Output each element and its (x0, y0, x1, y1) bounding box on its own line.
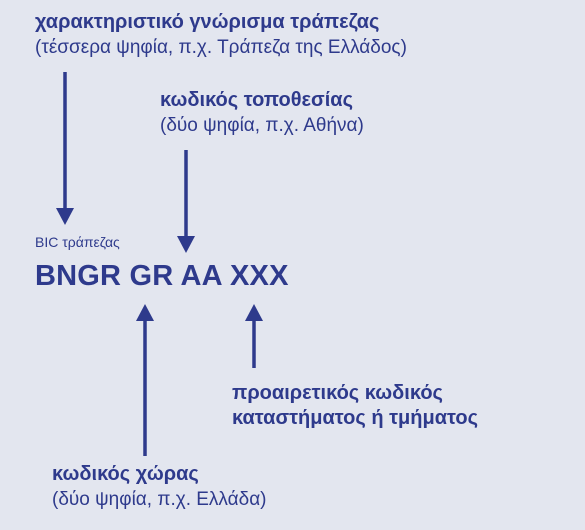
branch-code-line2: καταστήματος ή τμήματος (232, 407, 479, 429)
bank-code-title: χαρακτηριστικό γνώρισμα τράπεζας (35, 11, 380, 33)
country-code-example: (δύο ψηφία, π.χ. Ελλάδα) (52, 489, 267, 510)
arrow-from-branch-code (245, 304, 263, 368)
bic-code: BNGR GR AA XXX (35, 260, 289, 292)
branch-code-line1: προαιρετικός κωδικός (232, 382, 443, 404)
country-code-title: κωδικός χώρας (52, 463, 199, 485)
bic-caption: BIC τράπεζας (35, 234, 120, 250)
arrow-to-location-code (177, 150, 195, 253)
location-code-title: κωδικός τοποθεσίας (160, 89, 353, 111)
arrow-to-bank-code (56, 72, 74, 225)
arrow-from-country-code (136, 304, 154, 456)
bank-code-example: (τέσσερα ψηφία, π.χ. Τράπεζα της Ελλάδος… (35, 37, 407, 58)
location-code-example: (δύο ψηφία, π.χ. Αθήνα) (160, 115, 364, 136)
